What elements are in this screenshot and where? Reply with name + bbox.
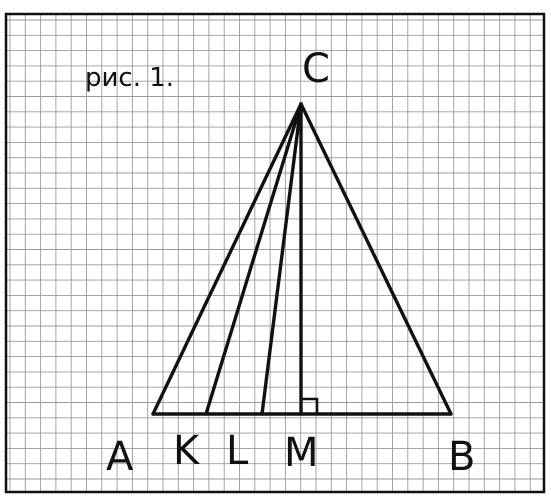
label-A: A <box>106 434 134 480</box>
side-BC <box>299 102 453 416</box>
segment-CK <box>204 102 303 416</box>
frame-border <box>4 12 546 494</box>
label-L: L <box>226 428 249 474</box>
side-AC <box>151 102 303 416</box>
label-B: B <box>448 434 475 480</box>
figure-caption: рис. 1. <box>85 63 174 93</box>
segment-CL <box>260 102 303 416</box>
figure-lines <box>151 102 453 416</box>
right-angle-marker <box>301 397 319 414</box>
label-M: M <box>284 430 319 476</box>
label-K: K <box>173 428 201 474</box>
label-C: C <box>302 46 330 92</box>
